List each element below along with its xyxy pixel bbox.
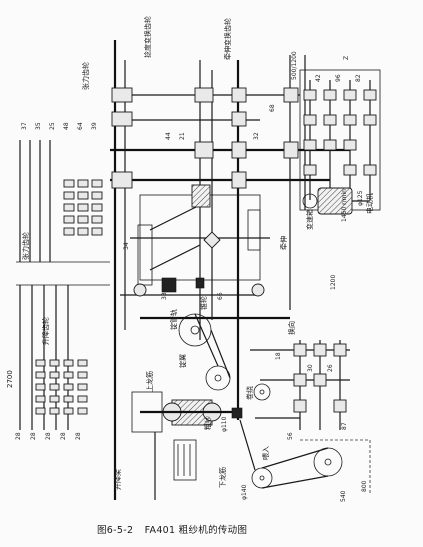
- label-rpm: 1450 r/min: [341, 189, 348, 222]
- label-drafting: 牵伸: [279, 236, 288, 250]
- label-t44: 44: [165, 132, 172, 140]
- label-t32: 32: [253, 132, 260, 140]
- label-bobbin-rail: 锭管轨: [169, 309, 178, 330]
- label-t28-d: 28: [60, 432, 67, 440]
- label-t28-b: 28: [30, 432, 37, 440]
- label-t25: 25: [49, 122, 56, 130]
- label-dim-800: 800: [361, 480, 368, 492]
- figure-number: 图6-5-2: [97, 525, 134, 536]
- label-dia-140: φ140: [241, 484, 248, 500]
- label-dim-500: 500/1200: [291, 51, 298, 80]
- label-motor: 电动机: [365, 193, 374, 214]
- spindle-gear-stack-bottom: [35, 359, 88, 415]
- label-t56: 56: [287, 432, 294, 440]
- label-t30: 30: [307, 364, 314, 372]
- belt-pulley: [251, 439, 371, 495]
- label-t18: 18: [275, 352, 282, 360]
- label-reversing: 换向: [287, 321, 296, 335]
- vertical-shafts: [113, 40, 306, 500]
- label-t82: 82: [355, 74, 362, 82]
- label-t87: 87: [341, 422, 348, 430]
- label-feed-roller: 喂入: [262, 446, 270, 460]
- label-speed-box: 变速箱: [305, 209, 314, 230]
- rotated-labels: 2700 升降架 28 28 28 28 28 37 35 25 48 64 3…: [6, 16, 374, 502]
- label-draft-gear: 牵伸变换齿轮: [223, 18, 232, 60]
- label-winding: 卷绕: [245, 386, 254, 400]
- label-tension-gear-1: 张力齿轮: [21, 232, 30, 260]
- label-t34: 34: [123, 242, 130, 250]
- label-t48: 48: [63, 122, 70, 130]
- label-lift-gear: 升降齿轮: [41, 317, 50, 345]
- label-t35: 35: [35, 122, 42, 130]
- label-dim-1200: 1200: [330, 275, 337, 290]
- label-z-gear: Z: [343, 56, 350, 60]
- label-lifting-rack: 升降架: [113, 469, 122, 490]
- cone-drum-section: [178, 313, 231, 391]
- label-t26: 26: [327, 364, 334, 372]
- spindle-gear-stack-top: [63, 179, 103, 236]
- label-t39: 39: [91, 122, 98, 130]
- label-upper-cone: 上龙筋: [145, 371, 154, 392]
- figure-caption: 图6-5-2 FA401 粗纱机的传动图: [97, 522, 327, 538]
- label-t28-c: 28: [45, 432, 52, 440]
- label-cone-drum: 锥轮: [199, 296, 208, 310]
- label-dia-125: φ125: [357, 190, 364, 206]
- figure-title: FA401 粗纱机的传动图: [144, 525, 248, 536]
- motor: [302, 187, 370, 215]
- label-dia-110: φ110: [221, 416, 228, 432]
- label-t33: 33: [161, 292, 168, 300]
- label-lower-cone: 下龙筋: [218, 467, 227, 488]
- label-twist-gear: 捻度变换齿轮: [143, 16, 152, 58]
- label-t68: 68: [269, 104, 276, 112]
- label-t66: 66: [217, 292, 224, 300]
- label-dim-540: 540: [340, 490, 347, 502]
- label-t64: 64: [77, 122, 84, 130]
- label-tension-gear-2: 张力齿轮: [81, 62, 90, 90]
- label-t42: 42: [315, 74, 322, 82]
- label-t37: 37: [21, 122, 28, 130]
- drafting-section: [133, 184, 265, 297]
- label-t28-e: 28: [75, 432, 82, 440]
- winding-section: [131, 391, 256, 500]
- label-t96: 96: [335, 74, 342, 82]
- label-roving: 粗纱: [203, 416, 212, 430]
- right-gearbox: [299, 69, 381, 211]
- label-dim-2700: 2700: [6, 370, 14, 388]
- left-spindle-columns: [16, 140, 110, 430]
- label-spindle: 锭翼: [178, 354, 187, 368]
- label-t28-a: 28: [15, 432, 22, 440]
- label-t21: 21: [179, 132, 186, 140]
- right-lower-mechanism: [250, 340, 350, 430]
- top-gear-cluster: [111, 87, 299, 189]
